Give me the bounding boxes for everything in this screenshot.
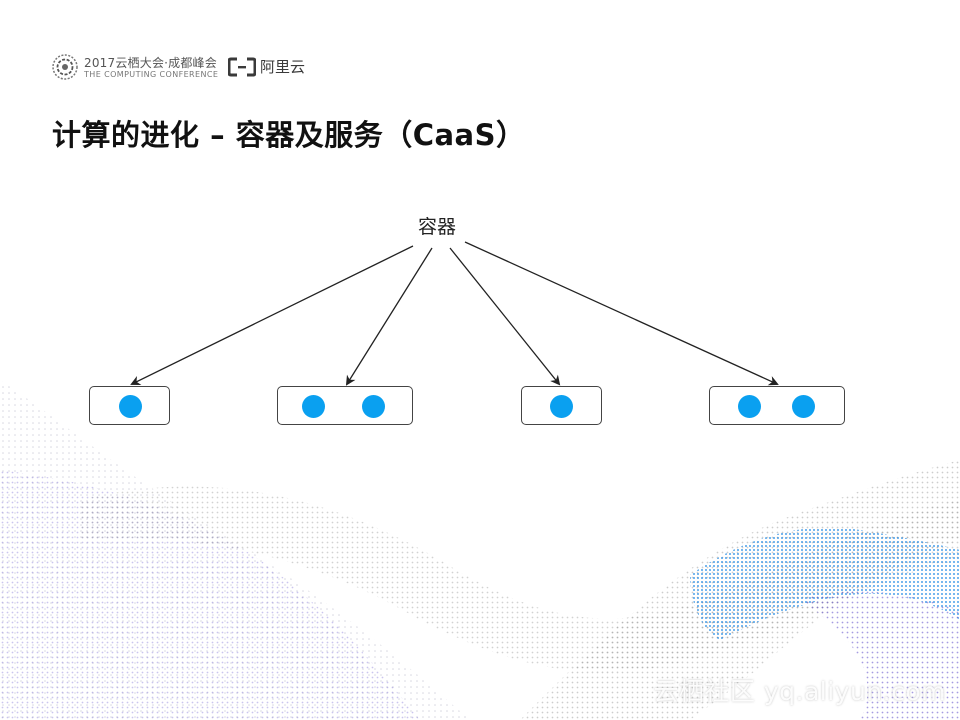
arrow-to-node-4 (464, 241, 779, 386)
container-dot (362, 395, 385, 418)
diagram-root-label: 容器 (417, 216, 456, 238)
container-node-2 (277, 386, 413, 425)
conference-logo-icon (52, 54, 78, 80)
arrow-to-node-2 (345, 247, 433, 386)
brand-name: 阿里云 (260, 58, 306, 76)
conference-subtitle: THE COMPUTING CONFERENCE (84, 70, 219, 79)
container-dot (302, 395, 325, 418)
conference-title: 2017云栖大会·成都峰会 (84, 56, 217, 70)
container-dot (119, 395, 142, 418)
arrow-to-node-1 (130, 245, 414, 385)
container-node-4 (709, 386, 845, 425)
container-node-1 (89, 386, 170, 425)
page-title: 计算的进化 – 容器及服务（CaaS） (52, 118, 526, 152)
arrow-to-node-3 (449, 247, 561, 386)
container-dot (550, 395, 573, 418)
container-dot (792, 395, 815, 418)
watermark: 云栖社区 yq.aliyun.com (653, 677, 946, 706)
container-node-3 (521, 386, 602, 425)
container-dot (738, 395, 761, 418)
aliyun-logo-icon (228, 57, 256, 77)
